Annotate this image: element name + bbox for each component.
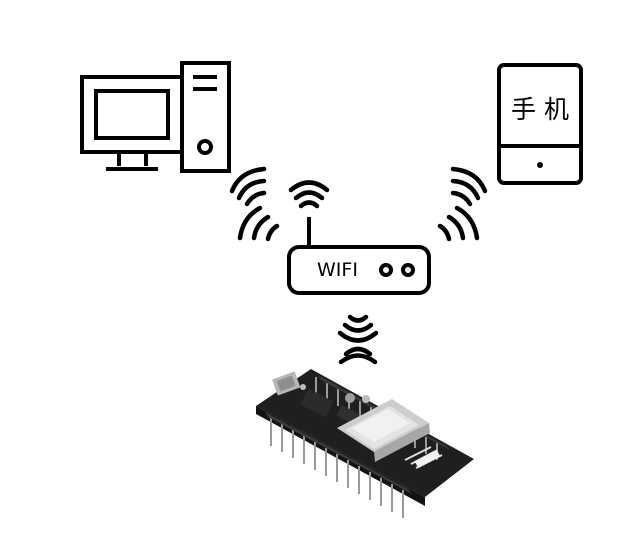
router-icon: WIFI [287, 217, 431, 295]
wifi-signal-icon-left [237, 205, 280, 242]
wifi-signal-icon-top [288, 180, 330, 209]
router-label: WIFI [317, 259, 358, 281]
phone-icon: 手 机 [497, 63, 583, 185]
desktop-computer-icon [80, 61, 231, 173]
pin-row-front [270, 418, 404, 518]
esp8266-board-icon [256, 369, 474, 518]
wifi-signal-icon-bottom [337, 314, 379, 365]
wifi-signal-icon-middle-right [450, 166, 488, 207]
wifi-signal-icon-middle-left [229, 166, 267, 207]
phone-label: 手 机 [511, 95, 569, 124]
wifi-signal-icon-right [437, 205, 480, 242]
